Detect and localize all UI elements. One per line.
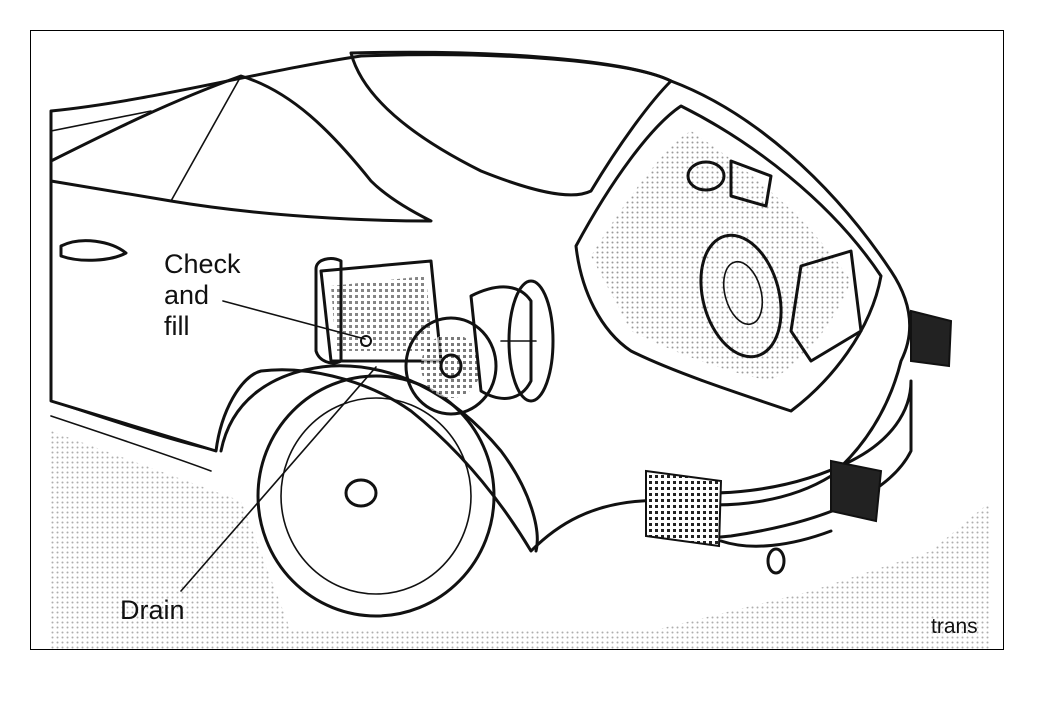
fill-plug: [360, 335, 372, 347]
rear-wheel: [256, 374, 496, 618]
check-and-fill-label: Check and fill: [164, 249, 241, 342]
flywheel: [404, 316, 498, 416]
car-body: [49, 53, 912, 553]
car-illustration: [49, 50, 991, 649]
transmission: [314, 257, 555, 416]
spare-wheel: [699, 233, 783, 359]
door-handle: [59, 239, 128, 262]
bumper-guard-upper: [910, 309, 953, 368]
drain-label: Drain: [120, 595, 185, 625]
rear-window: [349, 50, 673, 197]
check-and-fill-line-3: fill: [164, 311, 190, 341]
figure-tag: trans: [931, 615, 978, 638]
drain-leader: [180, 366, 377, 592]
wheel-hub: [344, 478, 378, 508]
exhaust-tip: [766, 547, 786, 575]
tail-light: [645, 469, 723, 548]
engine-compartment: [574, 104, 883, 413]
bellhousing: [469, 285, 533, 400]
compartment-contents: [591, 131, 851, 381]
check-and-fill-line-2: and: [164, 280, 210, 310]
quarter-window: [49, 74, 433, 223]
ground-shadow: [51, 431, 991, 649]
diagram-frame: Check and fill Drain trans: [30, 30, 1004, 650]
check-and-fill-line-1: Check: [164, 249, 241, 279]
bumper-guard-lower: [830, 459, 883, 523]
check-fill-leader: [222, 300, 366, 340]
